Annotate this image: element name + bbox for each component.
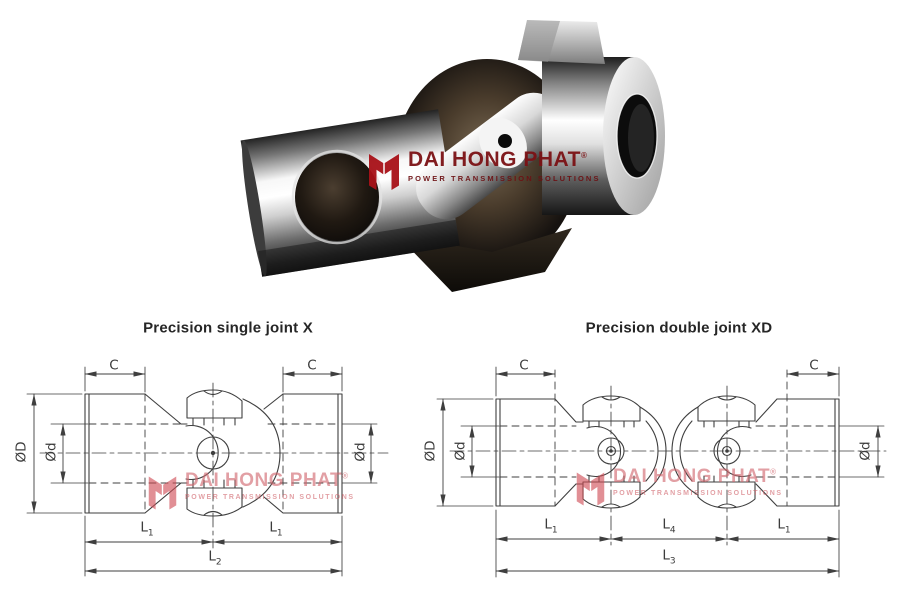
double-dim-inner-diameter-left: Ød bbox=[452, 441, 469, 461]
dim-base: L bbox=[544, 516, 552, 533]
single-dim-inner-diameter-right: Ød bbox=[352, 442, 369, 462]
double-dim-c-left: C bbox=[519, 357, 529, 374]
double-dim-c-right: C bbox=[809, 357, 819, 374]
dim-sub: 1 bbox=[551, 525, 558, 536]
dim-sub: 1 bbox=[784, 525, 791, 536]
double-dim-l1-right: L1 bbox=[777, 516, 791, 536]
dim-sub: 2 bbox=[215, 557, 222, 568]
double-dim-outer-diameter: ØD bbox=[422, 440, 439, 462]
dim-base: L bbox=[208, 548, 216, 565]
dim-sub: 4 bbox=[669, 525, 676, 536]
double-dim-l4: L4 bbox=[662, 516, 676, 536]
single-joint-title: Precision single joint X bbox=[143, 319, 313, 337]
single-dim-l1-left: L1 bbox=[140, 519, 154, 539]
dim-base: L bbox=[662, 547, 670, 564]
single-dim-l1-right: L1 bbox=[269, 519, 283, 539]
single-dim-outer-diameter: ØD bbox=[13, 441, 30, 463]
double-joint-title: Precision double joint XD bbox=[585, 319, 773, 337]
single-dim-inner-diameter-left: Ød bbox=[43, 442, 60, 462]
dim-base: L bbox=[662, 516, 670, 533]
dim-base: L bbox=[777, 516, 785, 533]
double-dim-inner-diameter-right: Ød bbox=[857, 441, 874, 461]
single-dim-c-right: C bbox=[307, 357, 317, 374]
product-photo bbox=[240, 20, 665, 292]
single-dim-l2: L2 bbox=[208, 548, 222, 568]
single-dim-c-left: C bbox=[109, 357, 119, 374]
single-joint-drawing bbox=[26, 366, 389, 577]
double-dim-l1-left: L1 bbox=[544, 516, 558, 536]
dim-base: L bbox=[269, 519, 277, 536]
dim-base: L bbox=[140, 519, 148, 536]
dim-sub: 1 bbox=[147, 528, 154, 539]
dim-sub: 3 bbox=[669, 556, 676, 567]
double-dim-l3: L3 bbox=[662, 547, 676, 567]
dim-sub: 1 bbox=[276, 528, 283, 539]
double-joint-drawing bbox=[436, 366, 887, 578]
